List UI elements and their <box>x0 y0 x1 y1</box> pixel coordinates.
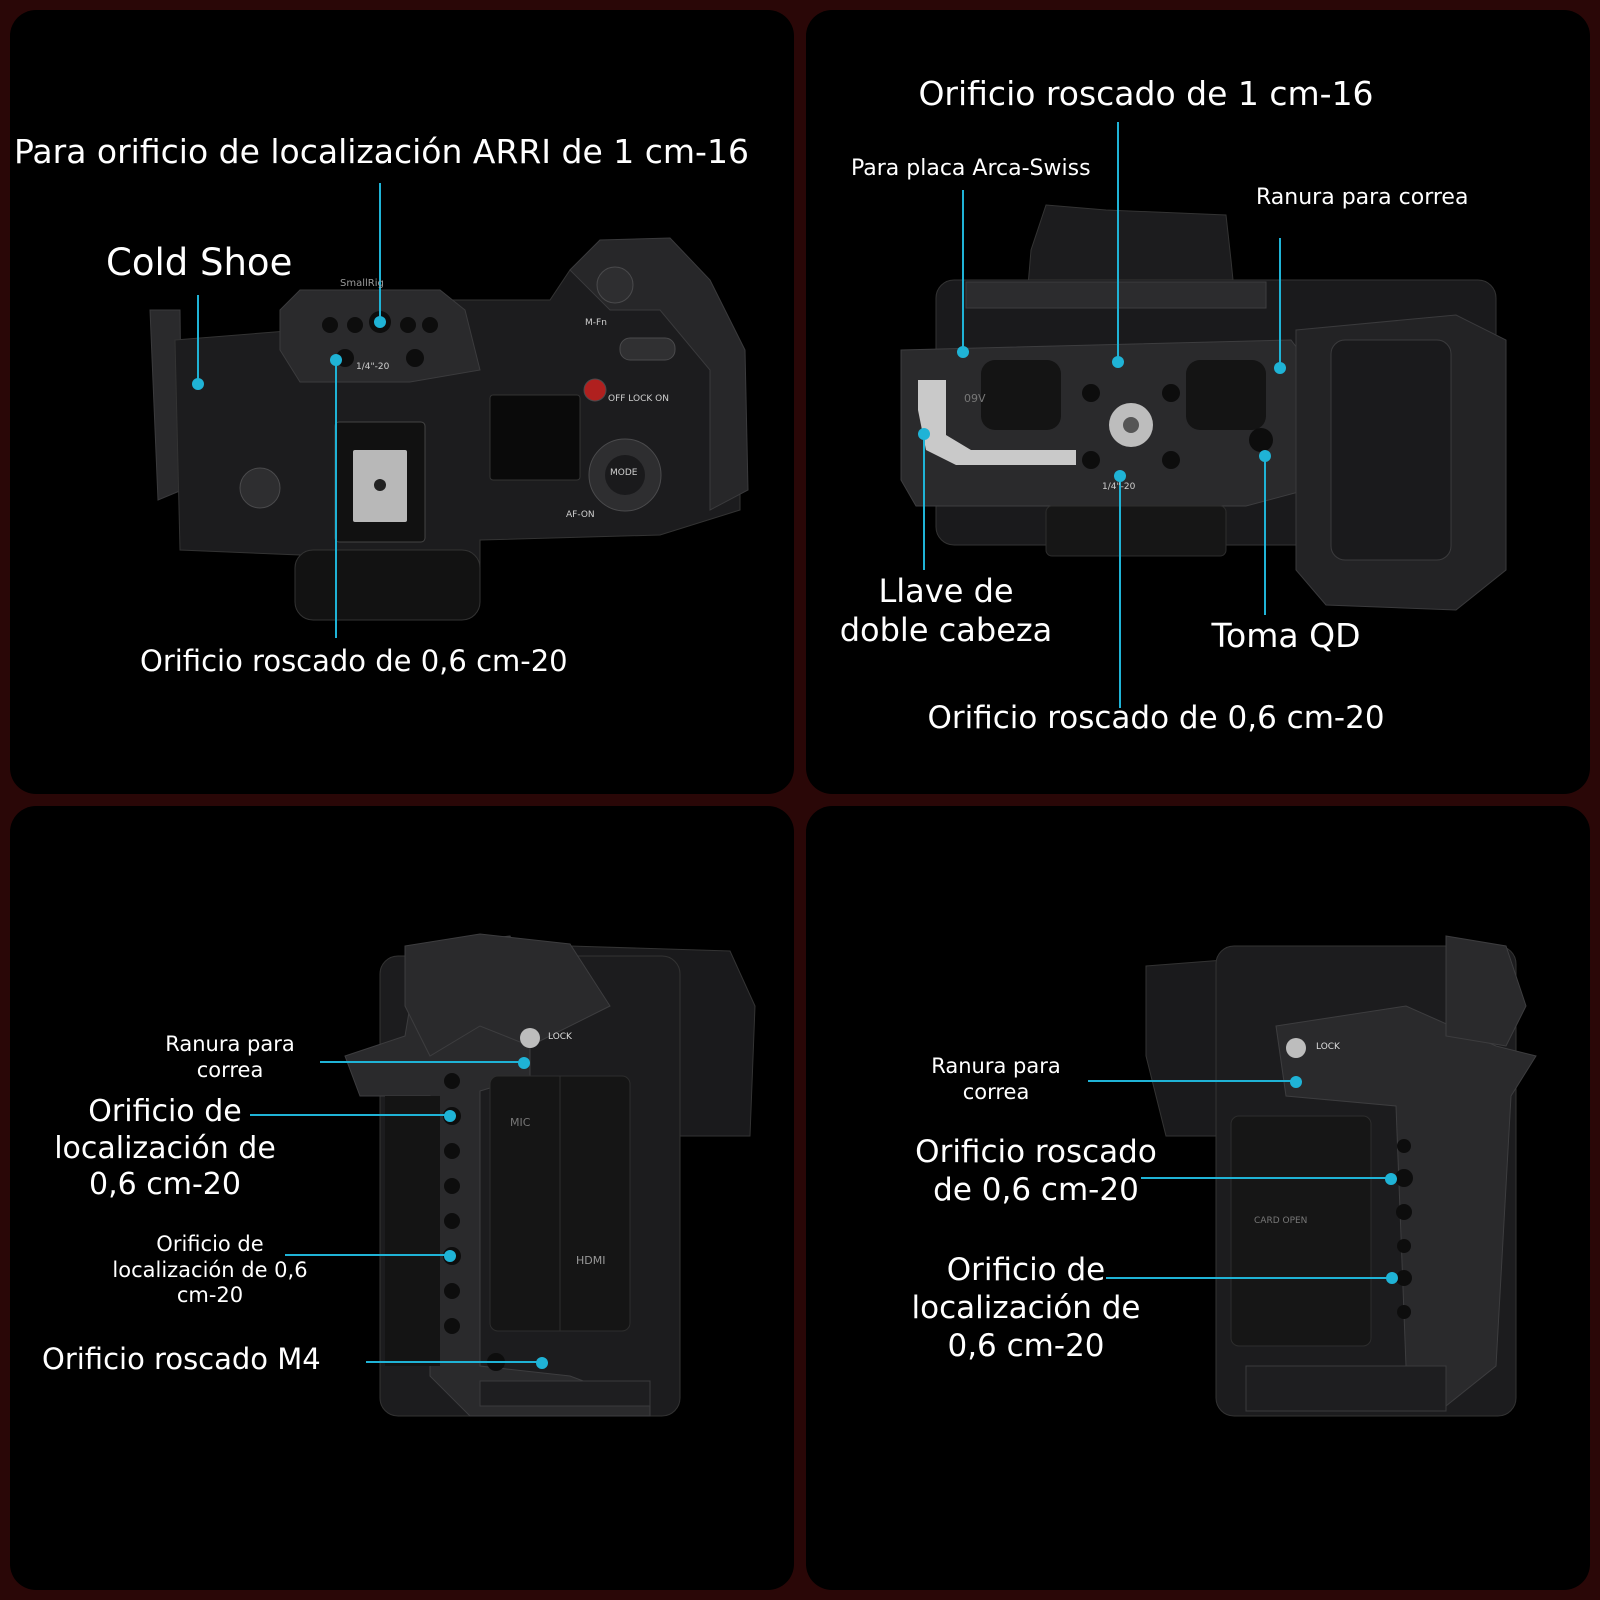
left-side-panel: LOCK MIC HDMI Ranura para correa Orifici… <box>10 806 794 1590</box>
camera-mark-mfn: M-Fn <box>585 318 607 328</box>
locating-hole-large-label: Orificio de localización de 0,6 cm-20 <box>54 1094 276 1203</box>
camera-mark-af-on: AF-ON <box>566 510 595 520</box>
camera-mark-mode: MODE <box>610 468 638 478</box>
strap-slot-label: Ranura para correa <box>165 1032 295 1082</box>
plate-mark-thread: 1/4"-20 <box>1102 482 1136 492</box>
camera-mark-thread: 1/4"-20 <box>356 362 390 372</box>
card-door-mark: CARD OPEN <box>1254 1216 1308 1226</box>
right-side-panel: LOCK CARD OPEN Ranura para correa Orific… <box>806 806 1590 1590</box>
camera-top-view-illustration <box>149 183 749 638</box>
camera-left-side-illustration <box>250 933 756 1417</box>
cage-mark-lock: LOCK <box>548 1032 572 1042</box>
threaded-hole-bottom-label: Orificio roscado de 0,6 cm-20 <box>927 700 1385 736</box>
bottom-view-panel: 1/4"-20 09V Orificio roscado de 1 cm-16 … <box>806 10 1590 794</box>
threaded-hole-top-label: Orificio roscado de 1 cm-16 <box>918 74 1374 113</box>
qd-socket-label: Toma QD <box>1211 616 1361 655</box>
locating-hole-small-label: Orificio de localización de 0,6 cm-20 <box>112 1232 308 1308</box>
arca-swiss-label: Para placa Arca-Swiss <box>851 156 1091 181</box>
locating-hole-label: Orificio de localización de 0,6 cm-20 <box>911 1252 1141 1364</box>
camera-bottom-view-illustration <box>900 122 1507 708</box>
cage-mark-lock: LOCK <box>1316 1042 1340 1052</box>
threaded-hole-label: Orificio roscado de 0,6 cm-20 <box>915 1134 1157 1208</box>
port-mark-mic: MIC <box>510 1116 531 1129</box>
strap-slot-label: Ranura para correa <box>931 1054 1061 1104</box>
camera-right-side-illustration <box>1088 935 1537 1417</box>
m4-threaded-hole-label: Orificio roscado M4 <box>42 1342 321 1376</box>
plate-mark-model: 09V <box>964 392 986 405</box>
threaded-hole-label: Orificio roscado de 0,6 cm-20 <box>140 644 568 678</box>
strap-slot-label: Ranura para correa <box>1256 185 1469 210</box>
camera-mark-brand: SmallRig <box>340 278 384 289</box>
double-head-key-label: Llave de doble cabeza <box>839 572 1053 650</box>
top-view-panel: SmallRig 1/4"-20 M-Fn OFF LOCK ON MODE A… <box>10 10 794 794</box>
port-mark-hdmi: HDMI <box>576 1254 606 1267</box>
camera-mark-off-lock-on: OFF LOCK ON <box>608 394 669 404</box>
arri-locating-hole-label: Para orificio de localización ARRI de 1 … <box>14 132 749 171</box>
cold-shoe-label: Cold Shoe <box>106 241 293 284</box>
